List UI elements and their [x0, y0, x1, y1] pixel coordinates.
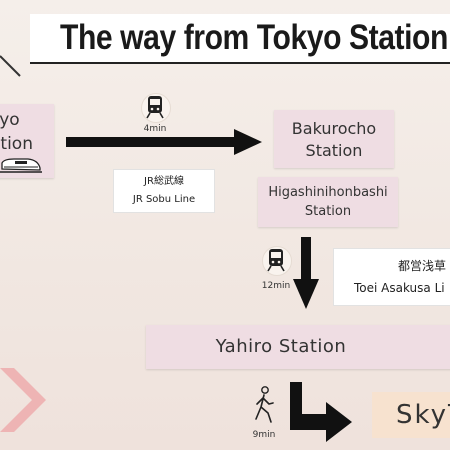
turn-right-arrow: [290, 382, 352, 442]
down-arrow: [293, 237, 319, 309]
duration-train-2: 12min: [261, 281, 291, 291]
toei-asakusa-line-jp: 都営浅草: [398, 259, 447, 273]
higashinihonbashi-station-label-2: Station: [304, 204, 352, 219]
right-arrow: [66, 129, 262, 155]
title-banner: [30, 14, 450, 64]
bakurocho-station-label-1: Bakurocho: [291, 119, 377, 138]
jr-sobu-line-jp: JR総武線: [144, 176, 184, 187]
walking-person-icon: [255, 386, 274, 423]
toei-asakusa-line-box: 都営浅草 Toei Asakusa Li: [333, 248, 450, 306]
higashinihonbashi-station-label-1: Higashinihonbashi: [268, 185, 388, 200]
higashinihonbashi-station-box: Higashinihonbashi Station: [258, 177, 398, 227]
yahiro-station-label: Yahiro Station: [215, 336, 347, 357]
duration-train-1: 4min: [143, 124, 167, 134]
train-icon-circle-1: [141, 93, 171, 123]
toei-asakusa-line-en: Toei Asakusa Li: [354, 281, 445, 295]
jr-sobu-line-en: JR Sobu Line: [132, 194, 196, 205]
tokyo-station-label-2: ation: [0, 134, 33, 154]
skytree-station-box: SkyT: [372, 392, 450, 438]
tokyo-station-box: kyo ation: [0, 104, 54, 178]
jr-sobu-line-box: JR総武線 JR Sobu Line: [113, 169, 215, 213]
tokyo-station-label-1: kyo: [0, 110, 20, 130]
yahiro-station-box: Yahiro Station: [146, 325, 450, 369]
duration-walk: 9min: [252, 430, 276, 440]
train-icon: [146, 96, 164, 119]
bullet-train-icon: [0, 158, 42, 173]
train-icon: [267, 249, 285, 272]
page-title: The way from Tokyo Station: [60, 18, 448, 57]
chevron-decoration: [0, 368, 46, 432]
skytree-station-label: SkyT: [396, 400, 450, 430]
bakurocho-station-box: Bakurocho Station: [274, 110, 394, 168]
bakurocho-station-label-2: Station: [305, 141, 363, 160]
